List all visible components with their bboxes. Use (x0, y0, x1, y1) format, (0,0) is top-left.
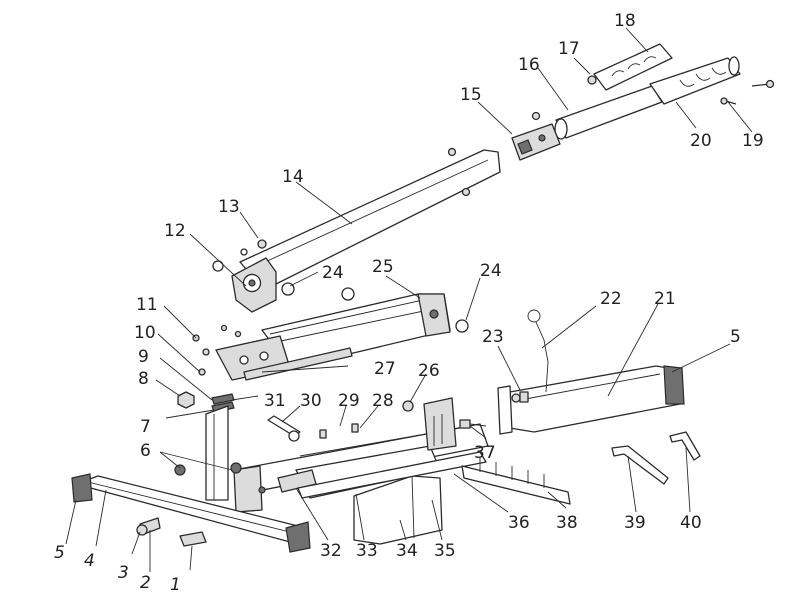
callout-40: 40 (680, 513, 702, 533)
callout-6: 6 (140, 441, 151, 461)
callout-5-right: 5 (730, 327, 741, 347)
callout-1: 1 (170, 575, 181, 595)
knob-6 (174, 462, 242, 476)
callout-16: 16 (518, 55, 540, 75)
grip-half-upper (593, 43, 673, 91)
label-plate-1 (179, 531, 207, 547)
blade-27 (243, 347, 353, 381)
callout-22: 22 (600, 289, 622, 309)
callout-24-right: 24 (480, 261, 502, 281)
pins-28-29-30 (267, 415, 359, 442)
callout-23: 23 (482, 327, 504, 347)
callout-39: 39 (624, 513, 646, 533)
callout-27: 27 (374, 359, 396, 379)
callout-13: 13 (218, 197, 240, 217)
callout-2: 2 (140, 573, 151, 593)
callout-21: 21 (654, 289, 676, 309)
grip-half-lower (649, 56, 741, 105)
callout-33: 33 (356, 541, 378, 561)
callout-31: 31 (264, 391, 286, 411)
screw-17 (587, 75, 597, 85)
callout-28: 28 (372, 391, 394, 411)
lever-arm (239, 147, 501, 291)
callout-25: 25 (372, 257, 394, 277)
blade-36 (297, 451, 487, 499)
lever-head (231, 257, 277, 313)
handle-tube (554, 85, 663, 140)
callout-9: 9 (138, 347, 149, 367)
callout-5-left: 5 (54, 543, 65, 563)
screw-19 (720, 79, 775, 105)
handle-connector (511, 111, 561, 161)
callout-11: 11 (136, 295, 158, 315)
callout-19: 19 (742, 131, 764, 151)
callout-7: 7 (140, 417, 151, 437)
bolt-23 (519, 391, 529, 403)
callout-29: 29 (338, 391, 360, 411)
support-bar-21 (497, 365, 685, 435)
nut-8 (177, 391, 195, 409)
callout-18: 18 (614, 11, 636, 31)
callout-17: 17 (558, 39, 580, 59)
callout-32: 32 (320, 541, 342, 561)
bolt-37 (459, 419, 487, 429)
callout-4: 4 (84, 551, 95, 571)
chain-22 (527, 309, 549, 393)
hex-key-40 (669, 431, 701, 461)
post-7 (205, 405, 229, 501)
washers-24 (281, 282, 469, 333)
callout-20: 20 (690, 131, 712, 151)
bolt-2-3 (136, 517, 161, 536)
callout-10: 10 (134, 323, 156, 343)
hex-key-39 (611, 445, 669, 485)
leader-lines (65, 27, 753, 572)
callout-8: 8 (138, 369, 149, 389)
callout-30: 30 (300, 391, 322, 411)
washer-13 (212, 239, 267, 272)
callout-labels: 1 2 3 4 5 6 7 8 9 10 11 12 13 14 15 16 1… (54, 11, 764, 595)
callout-35: 35 (434, 541, 456, 561)
callout-26: 26 (418, 361, 440, 381)
comb-38 (461, 458, 571, 505)
callout-36: 36 (508, 513, 530, 533)
callout-15: 15 (460, 85, 482, 105)
callout-37: 37 (474, 443, 496, 463)
base-rail-4 (71, 473, 311, 553)
callout-34: 34 (396, 541, 418, 561)
callout-12: 12 (164, 221, 186, 241)
callout-24-left: 24 (322, 263, 344, 283)
fence-26 (402, 397, 457, 451)
callout-38: 38 (556, 513, 578, 533)
callout-3: 3 (118, 563, 129, 583)
callout-14: 14 (282, 167, 304, 187)
